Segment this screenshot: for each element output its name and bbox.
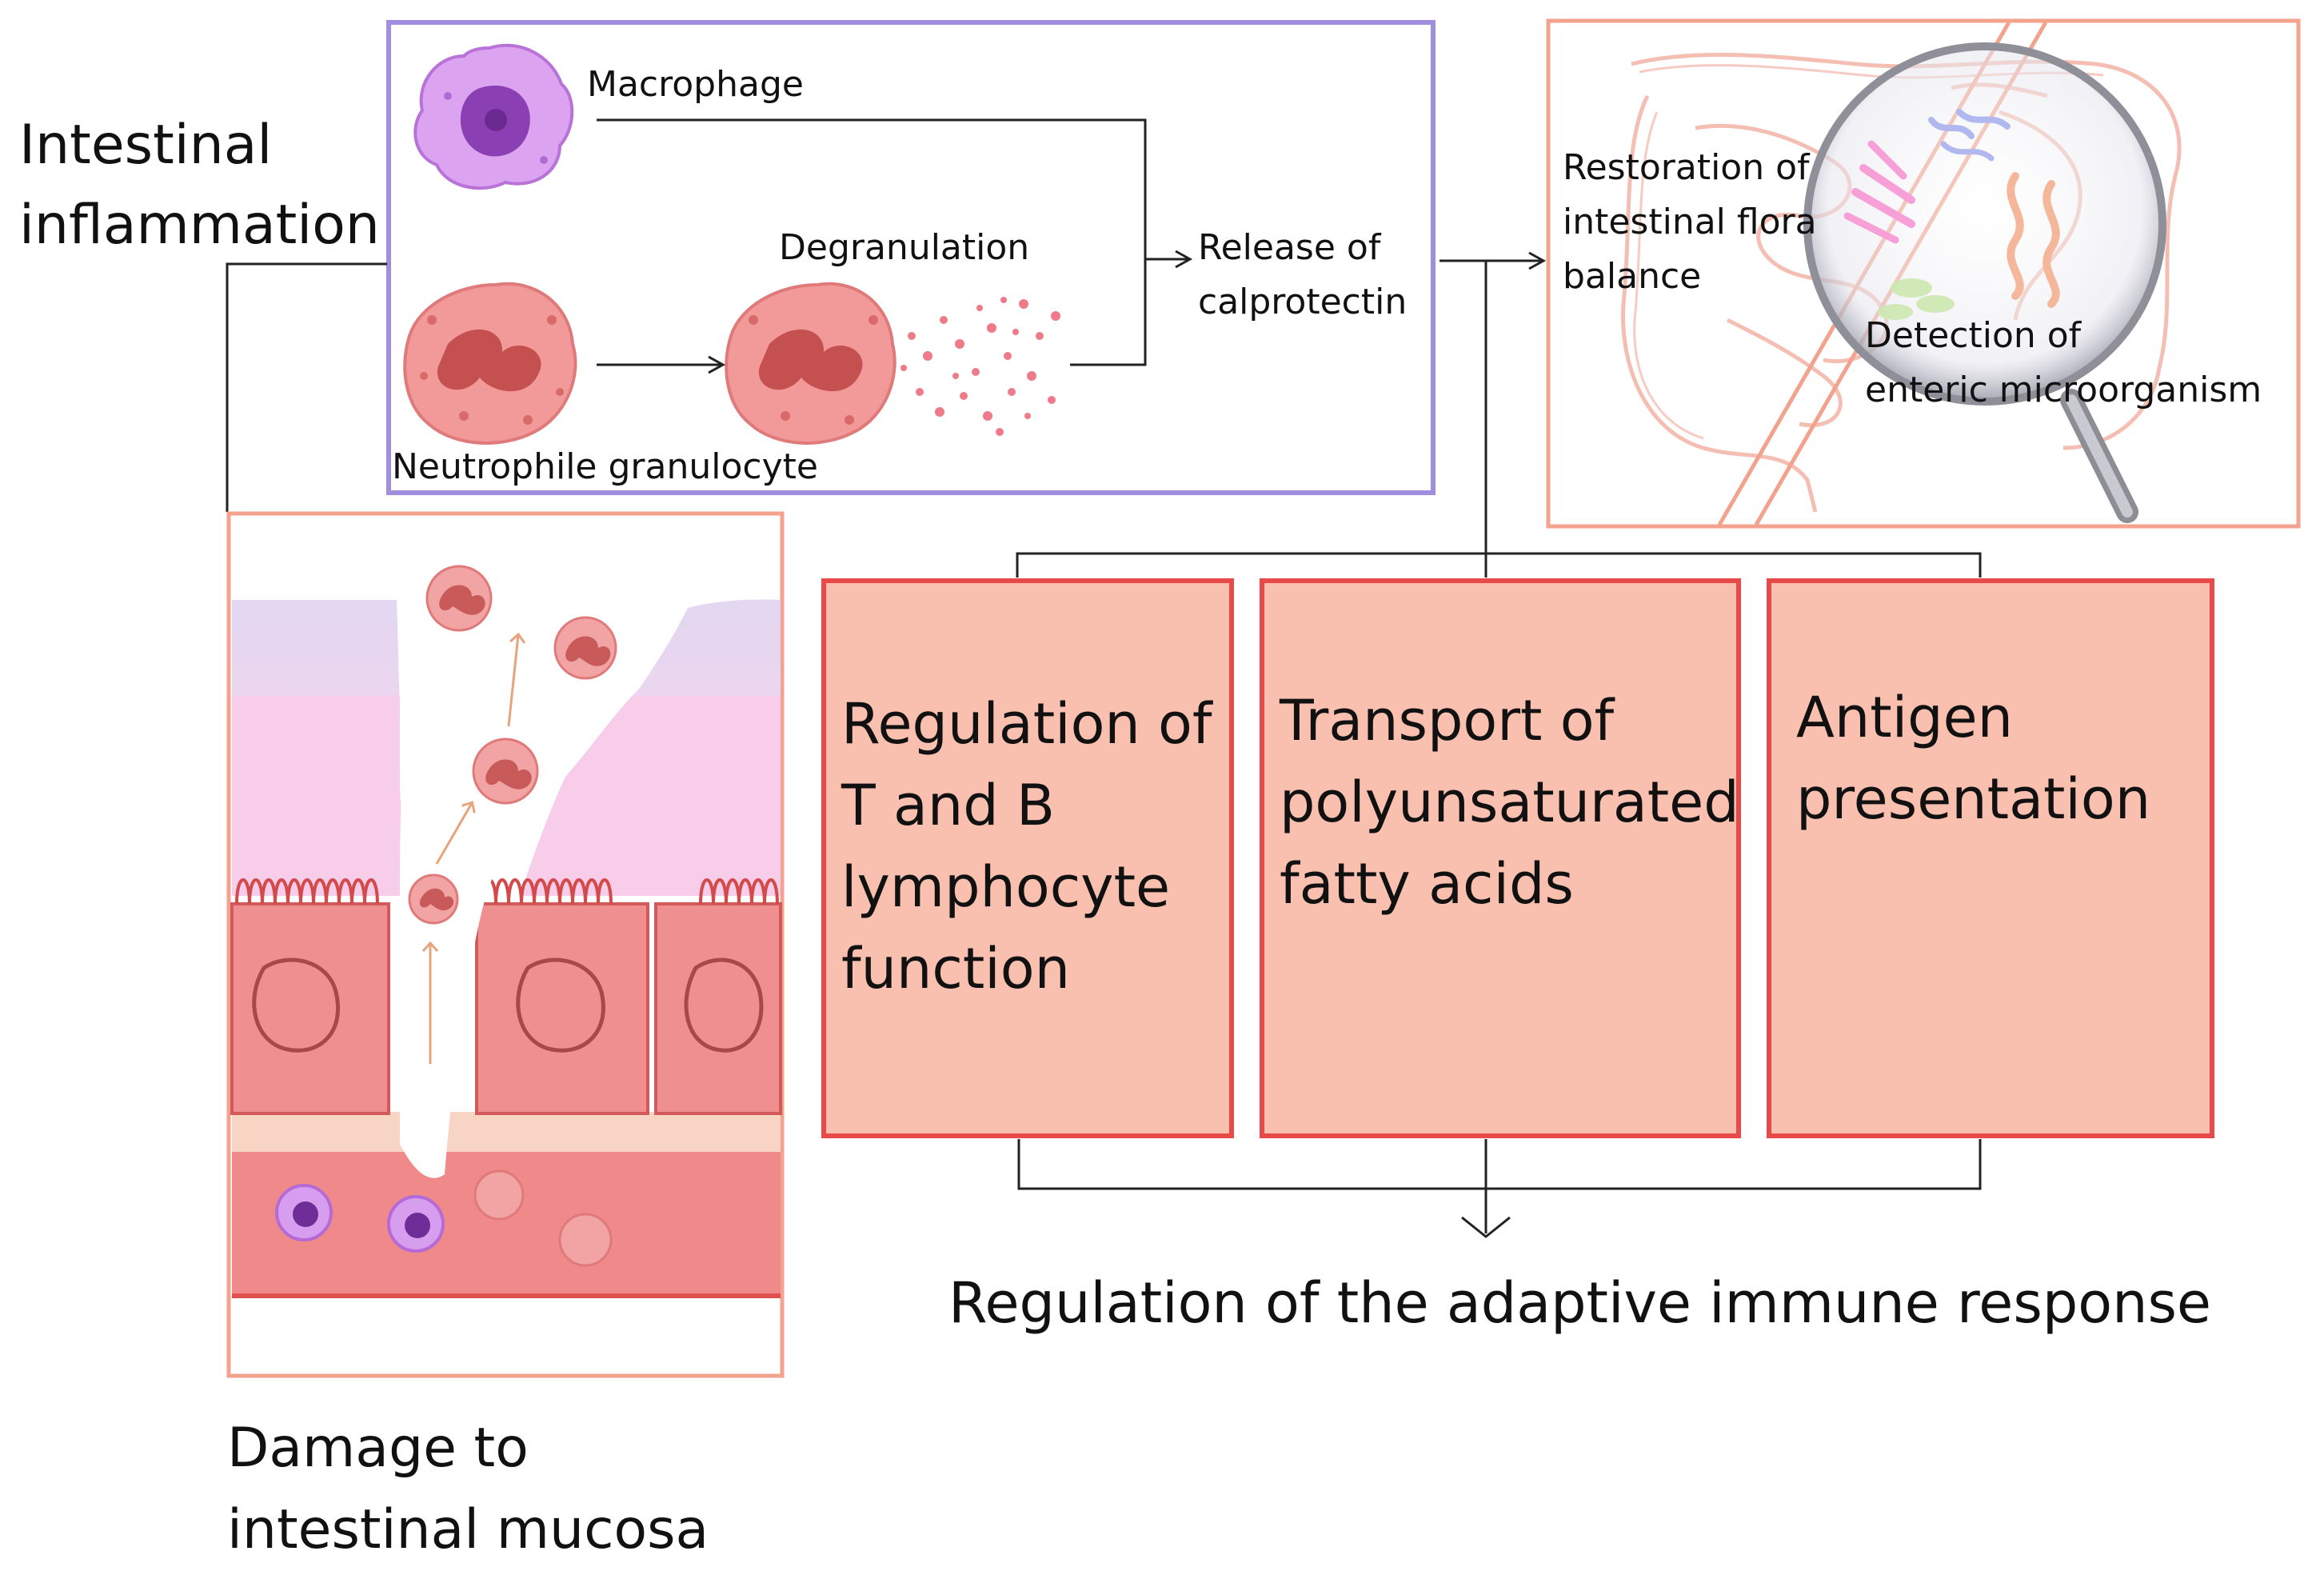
intestinal-inflammation-title: Intestinal inflammation	[19, 114, 380, 257]
macrophage-label: Macrophage	[587, 64, 804, 105]
magnifier-icon	[1803, 42, 2166, 523]
release-of-calprotectin-label: Release of calprotectin	[1198, 227, 1408, 322]
neutrophil-icon	[403, 282, 577, 445]
adaptive-immune-response-label: Regulation of the adaptive immune respon…	[948, 1270, 2211, 1336]
regulation-boxes	[821, 578, 2214, 1138]
box-t-b-lymphocyte-text: Regulation of T and B lymphocyte functio…	[841, 691, 1212, 1001]
box-antigen-text: Antigen presentation	[1796, 685, 2151, 832]
box-polyunsaturated-text: Transport of polyunsaturated fatty acids	[1280, 688, 1739, 917]
release-connectors	[1016, 251, 1982, 578]
macrophage-icon	[413, 43, 574, 190]
top-panel-connectors	[597, 118, 1193, 374]
top-panel-frame	[386, 20, 1436, 495]
adaptive-connectors	[1017, 1139, 1982, 1238]
mucosa-panel	[226, 511, 785, 1378]
damage-mucosa-label: Damage to intestinal mucosa	[227, 1417, 709, 1561]
detection-microorganism-label: Detection of enteric microorganism	[1865, 315, 2262, 410]
inflammation-connector	[226, 262, 387, 512]
granules	[900, 297, 1060, 436]
neutrophile-label: Neutrophile granulocyte	[392, 446, 818, 487]
degranulating-neutrophil-icon	[725, 282, 896, 445]
restoration-flora-label: Restoration of intestinal flora balance	[1563, 147, 1817, 297]
degranulation-label: Degranulation	[779, 227, 1030, 268]
